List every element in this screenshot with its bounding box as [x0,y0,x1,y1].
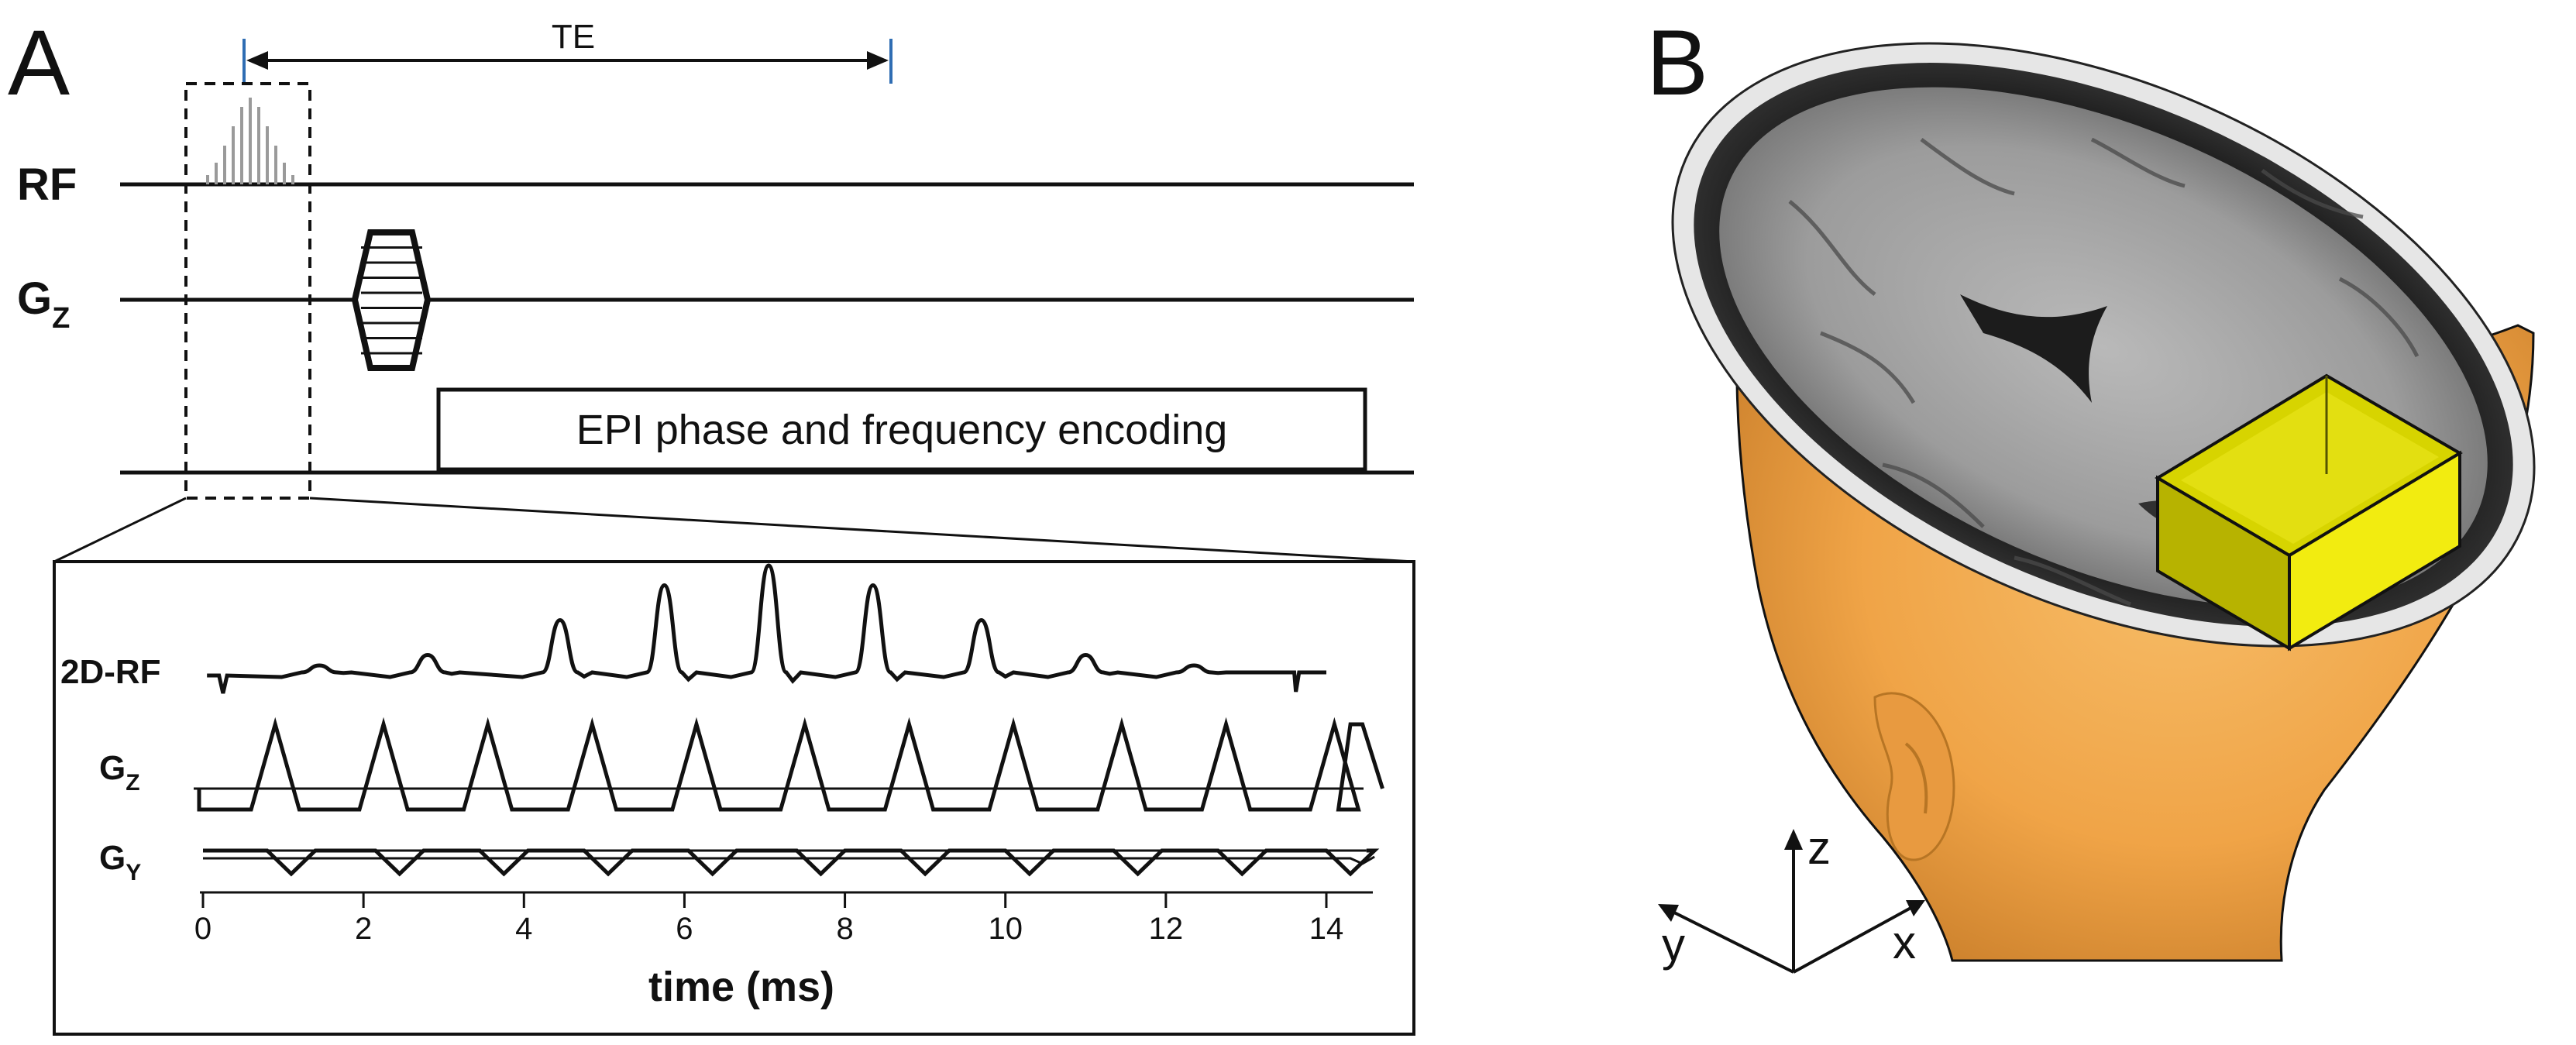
x-axis-line [1793,905,1914,974]
gz-crusher-gradient [351,229,432,371]
te-left-arrowhead [246,51,268,70]
inset-frame [53,560,1415,1036]
lateral-ventricles [1960,294,2107,403]
time-tick-label: 10 [988,912,1023,946]
zoom-region-box [184,82,311,500]
inset-gy-label: GY [99,839,141,885]
panel-b: B [1646,11,2536,974]
zoom-connector-left [53,497,187,563]
voxel-inner-face [2181,392,2439,544]
inset-2drf-label: 2D-RF [60,653,161,691]
epi-encoding-label: EPI phase and frequency encoding [576,407,1228,453]
time-axis-ticks: 0 2 4 6 8 10 12 14 [194,892,1343,946]
time-tick-label: 12 [1149,912,1184,946]
time-tick-label: 0 [194,912,212,946]
te-marker: TE [242,18,892,84]
inset-2drf-waveform [207,563,1326,694]
voxel-box [2155,373,2463,651]
rf-row-label: RF [17,160,77,210]
zoom-connector-right [309,497,1415,563]
panel-a-letter: A [8,11,70,115]
time-tick-label: 14 [1309,912,1344,946]
time-axis-title: time (ms) [648,964,834,1010]
gz-row-label: GZ [17,273,70,335]
y-axis-label: y [1662,919,1685,971]
te-right-arrowhead [867,51,889,70]
rf-pulse [206,98,294,184]
gz-crusher-shape [351,229,432,371]
panel-b-letter: B [1646,11,1708,115]
y-axis-arrowhead [1658,904,1679,922]
panel-a: A TE RF GZ [8,11,1415,1036]
x-axis-label: x [1893,916,1916,968]
gz-crusher-stripes [361,246,422,355]
time-tick-label: 2 [355,912,372,946]
voxel-right-face [2288,450,2461,651]
coordinate-axes: z y x [1658,822,1925,974]
time-tick-label: 8 [836,912,853,946]
time-tick-label: 6 [676,912,693,946]
time-tick-label: 4 [515,912,532,946]
te-label: TE [552,18,595,56]
x-axis-arrowhead [1906,900,1925,916]
inset-gz-label: GZ [99,749,140,796]
epi-encoding-box [436,387,1367,472]
z-axis-arrowhead [1784,829,1803,850]
inset-gz-waveform [197,717,1384,812]
inset-gy-waveform [203,848,1380,877]
z-axis-label: z [1807,822,1831,874]
y-axis-line [1669,909,1794,974]
ear-fold [1904,742,1928,814]
ear [1873,692,1955,861]
